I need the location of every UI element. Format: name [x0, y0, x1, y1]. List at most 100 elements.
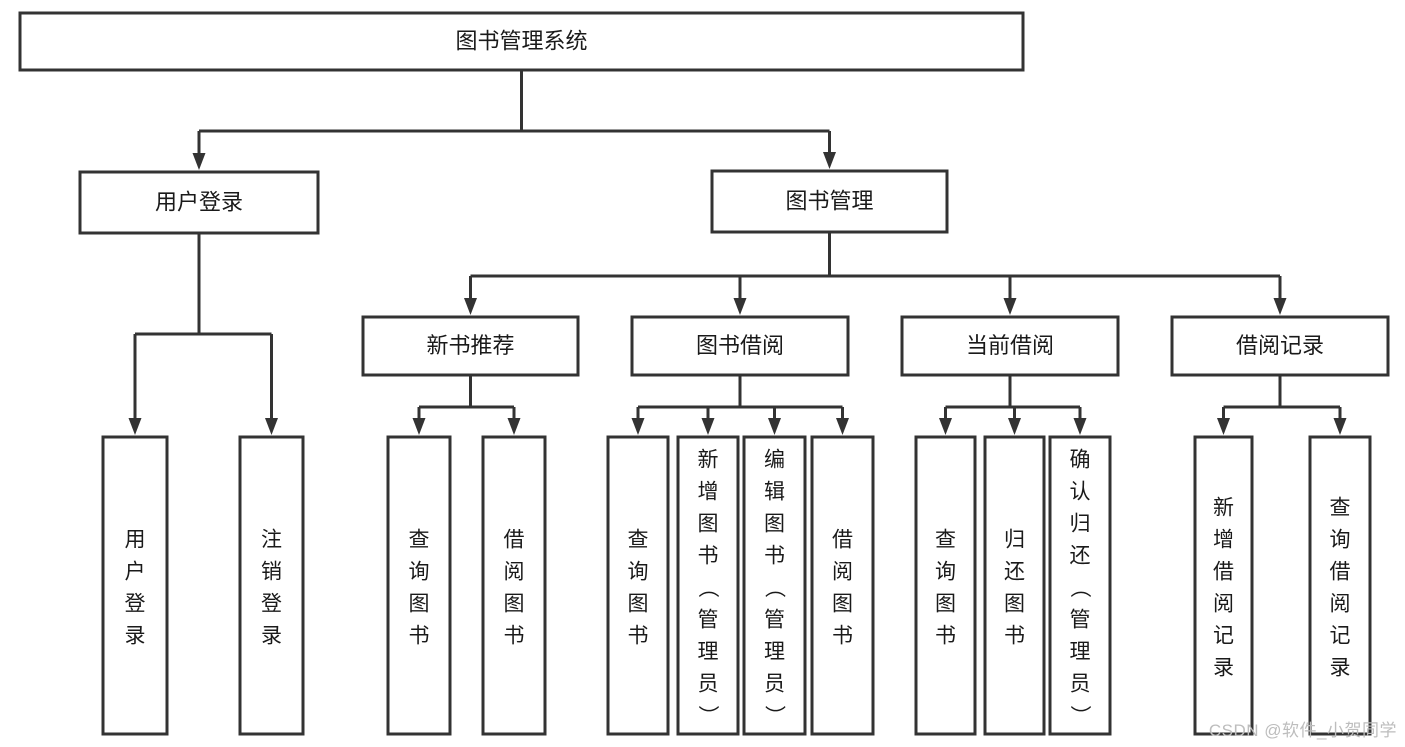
svg-text:（: （: [696, 577, 719, 598]
node-box: [742, 435, 807, 736]
arrow-head-icon: [823, 152, 836, 169]
node-box: [1170, 315, 1390, 377]
node-box: [101, 435, 169, 736]
svg-text:还: 还: [1004, 560, 1025, 583]
node-label: 用户登录: [155, 189, 243, 214]
svg-text:图: 图: [832, 592, 853, 615]
svg-text:辑: 辑: [764, 480, 785, 503]
node-box: [386, 435, 452, 736]
svg-text:书: 书: [409, 624, 430, 647]
svg-text:）: ）: [763, 705, 786, 726]
svg-text:书: 书: [1004, 624, 1025, 647]
node-box: [810, 435, 875, 736]
svg-text:注: 注: [261, 528, 282, 551]
node-box: [238, 435, 305, 736]
node-box: [361, 315, 580, 377]
arrow-head-icon: [631, 418, 645, 435]
node-l1-图书管理[interactable]: 图书管理: [710, 169, 949, 234]
svg-text:查: 查: [935, 528, 956, 551]
arrow-head-icon: [1003, 298, 1017, 315]
node-box: [676, 435, 740, 736]
arrow-head-icon: [768, 418, 781, 435]
node-l2-当前借阅[interactable]: 当前借阅: [900, 315, 1120, 377]
svg-text:）: ）: [1068, 705, 1091, 726]
arrow-head-icon: [836, 418, 849, 435]
svg-text:借: 借: [1213, 560, 1234, 583]
svg-text:记: 记: [1330, 624, 1351, 647]
svg-text:销: 销: [261, 560, 282, 583]
svg-text:询: 询: [935, 560, 956, 583]
svg-text:借: 借: [832, 528, 853, 551]
svg-text:归: 归: [1070, 512, 1091, 535]
node-label: 用户登录: [125, 528, 146, 647]
svg-text:图: 图: [628, 592, 649, 615]
svg-text:询: 询: [409, 560, 430, 583]
node-l2-新书推荐[interactable]: 新书推荐: [361, 315, 580, 377]
svg-text:图: 图: [764, 512, 785, 535]
svg-text:查: 查: [628, 528, 649, 551]
arrow-head-icon: [1333, 418, 1347, 435]
node-box: [78, 170, 320, 235]
svg-text:新: 新: [698, 448, 719, 471]
svg-text:户: 户: [125, 560, 146, 583]
svg-text:图: 图: [935, 592, 956, 615]
node-root-图书管理系统[interactable]: 图书管理系统: [18, 11, 1025, 72]
arrow-head-icon: [412, 418, 426, 435]
svg-text:新: 新: [1213, 496, 1234, 519]
svg-text:增: 增: [698, 480, 719, 503]
node-l2-图书借阅[interactable]: 图书借阅: [630, 315, 850, 377]
svg-text:增: 增: [1213, 528, 1234, 551]
node-l2-借阅记录[interactable]: 借阅记录: [1170, 315, 1390, 377]
node-label: 图书管理: [785, 188, 873, 213]
svg-text:记: 记: [1213, 624, 1234, 647]
arrow-head-icon: [192, 153, 206, 170]
svg-text:阅: 阅: [1330, 592, 1351, 615]
arrow-head-icon: [733, 298, 747, 315]
node-label: 借阅记录: [1236, 333, 1324, 358]
svg-text:书: 书: [628, 624, 649, 647]
svg-text:登: 登: [125, 592, 146, 615]
svg-text:理: 理: [764, 640, 785, 663]
arrow-head-icon: [939, 418, 952, 435]
svg-text:查: 查: [1330, 496, 1351, 519]
node-box: [900, 315, 1120, 377]
svg-text:阅: 阅: [1213, 592, 1234, 615]
svg-text:员: 员: [1070, 672, 1091, 695]
svg-text:认: 认: [1070, 480, 1091, 503]
svg-text:书: 书: [764, 544, 785, 567]
node-box: [983, 435, 1046, 736]
svg-text:书: 书: [832, 624, 853, 647]
connector-layer: [128, 70, 1347, 435]
svg-text:查: 查: [409, 528, 430, 551]
svg-text:管: 管: [1070, 608, 1091, 631]
node-label: 图书借阅: [696, 333, 784, 358]
node-box: [630, 315, 850, 377]
svg-text:）: ）: [696, 705, 719, 726]
leaf-node-用户登录[interactable]: 用户登录: [101, 435, 169, 736]
node-label: 图书管理系统: [455, 28, 587, 53]
node-l1-用户登录[interactable]: 用户登录: [78, 170, 320, 235]
svg-text:询: 询: [628, 560, 649, 583]
svg-text:（: （: [763, 577, 786, 598]
svg-text:阅: 阅: [504, 560, 525, 583]
arrow-head-icon: [265, 418, 278, 435]
